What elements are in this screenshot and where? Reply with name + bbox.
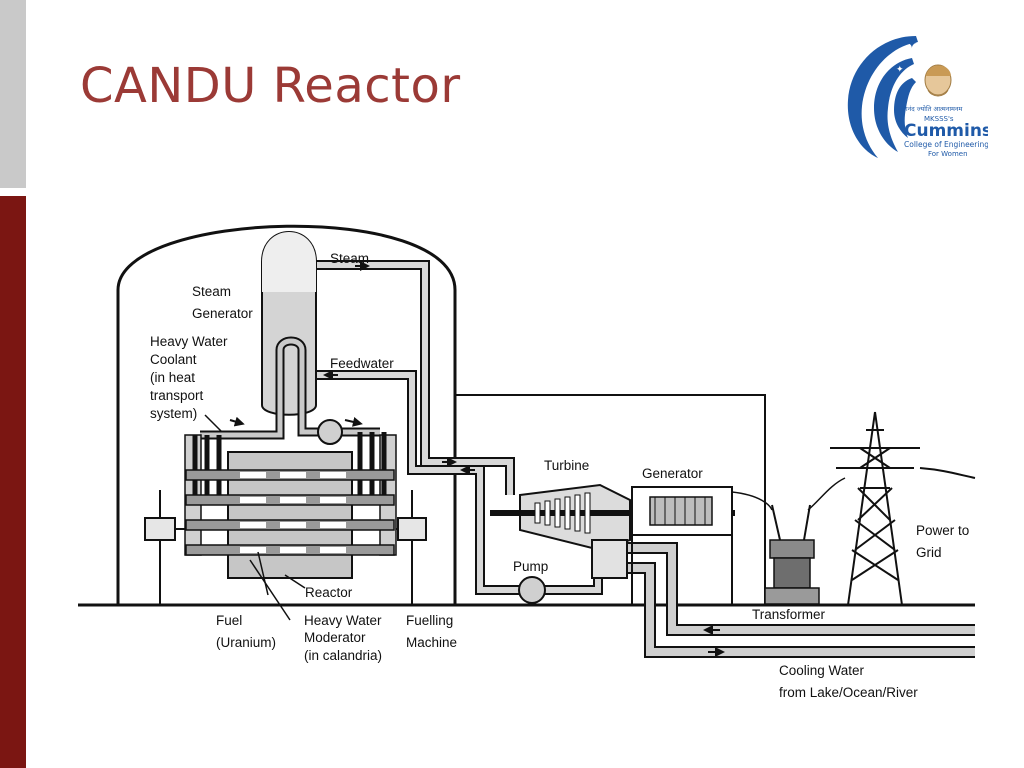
- label-feedwater: Feedwater: [330, 356, 394, 371]
- label-reactor: Reactor: [305, 585, 353, 600]
- fuel-bundle: [280, 547, 306, 553]
- leader-lines: [204, 414, 306, 621]
- fuel-bundle: [320, 472, 346, 478]
- label-fuel-line1: Fuel: [216, 613, 242, 628]
- sidebar-accent-light: [0, 0, 26, 188]
- pump: [518, 576, 546, 604]
- label-coolant-line1: Heavy Water: [150, 334, 228, 349]
- label-turbine: Turbine: [544, 458, 589, 473]
- fuel-bundle: [240, 522, 266, 528]
- label-moderator-line1: Heavy Water: [304, 613, 382, 628]
- condenser: [591, 539, 628, 579]
- steam-pipe: [315, 260, 515, 495]
- turbine-blades: [534, 492, 591, 534]
- turbine-blade: [554, 498, 561, 528]
- logo-women: For Women: [928, 150, 968, 158]
- fuel-bundle: [240, 547, 266, 553]
- transformer: [731, 477, 846, 605]
- fuel-bundle: [320, 497, 346, 503]
- fuel-bundle: [320, 522, 346, 528]
- transmission-tower-icon: [830, 411, 976, 606]
- logo-motto: आनंद ज्योति आत्मनामनम: [901, 105, 963, 113]
- label-fuelling-line2: Machine: [406, 635, 457, 650]
- svg-text:✦: ✦: [896, 65, 904, 75]
- label-fuel-line2: (Uranium): [216, 635, 276, 650]
- turbine: [490, 483, 735, 552]
- turbine-blade: [534, 502, 541, 524]
- sidebar-accent-dark: [0, 196, 26, 768]
- fuel-bundle: [280, 497, 306, 503]
- generator: [631, 486, 733, 605]
- page-title: CANDU Reactor: [80, 58, 461, 114]
- turbine-blade: [544, 500, 551, 526]
- turbine-hall: [455, 394, 766, 605]
- label-power-line2: Grid: [916, 545, 942, 560]
- label-steam: Steam: [330, 251, 369, 266]
- steam-generator: [261, 231, 317, 416]
- label-coolant-line4: transport: [150, 388, 204, 403]
- label-fuelling-line1: Fuelling: [406, 613, 453, 628]
- fuel-bundle: [240, 472, 266, 478]
- logo-org: MKSSS's: [924, 115, 954, 123]
- label-coolant-line3: (in heat: [150, 370, 195, 385]
- containment-building: [116, 224, 457, 605]
- label-coolant-line5: system): [150, 406, 197, 421]
- fuel-bundle: [240, 497, 266, 503]
- label-moderator-line3: (in calandria): [304, 648, 382, 663]
- logo-name: Cummins: [904, 121, 988, 141]
- college-logo: ✦ ✦ आनंद ज्योति आत्मनामनम MKSSS's Cummin…: [847, 36, 988, 158]
- fuel-bundle: [280, 472, 306, 478]
- logo-arcs-icon: ✦ ✦: [847, 36, 918, 158]
- label-pump: Pump: [513, 559, 548, 574]
- label-cooling-line2: from Lake/Ocean/River: [779, 685, 918, 700]
- turbine-blade: [574, 494, 581, 532]
- feeder-tubes: [192, 432, 387, 500]
- turbine-blade: [564, 496, 571, 530]
- fuel-bundle: [320, 547, 346, 553]
- svg-text:✦: ✦: [906, 36, 918, 52]
- label-power-line1: Power to: [916, 523, 969, 538]
- label-steam-generator-line1: Steam: [192, 284, 231, 299]
- coolant-headers: [200, 405, 380, 445]
- portrait-icon: [924, 64, 952, 97]
- logo-college: College of Engineering: [904, 140, 988, 149]
- fuel-bundle: [280, 522, 306, 528]
- label-coolant-line2: Coolant: [150, 352, 197, 367]
- turbine-blade: [584, 492, 591, 534]
- fuelling-machine-left: [144, 490, 185, 605]
- label-generator: Generator: [642, 466, 703, 481]
- flow-arrows: [229, 261, 725, 657]
- label-cooling-line1: Cooling Water: [779, 663, 865, 678]
- fuelling-machine-right: [396, 490, 427, 605]
- label-steam-generator-line2: Generator: [192, 306, 253, 321]
- fuel-channels: [185, 469, 395, 556]
- label-moderator-line2: Moderator: [304, 630, 366, 645]
- label-transformer: Transformer: [752, 607, 826, 622]
